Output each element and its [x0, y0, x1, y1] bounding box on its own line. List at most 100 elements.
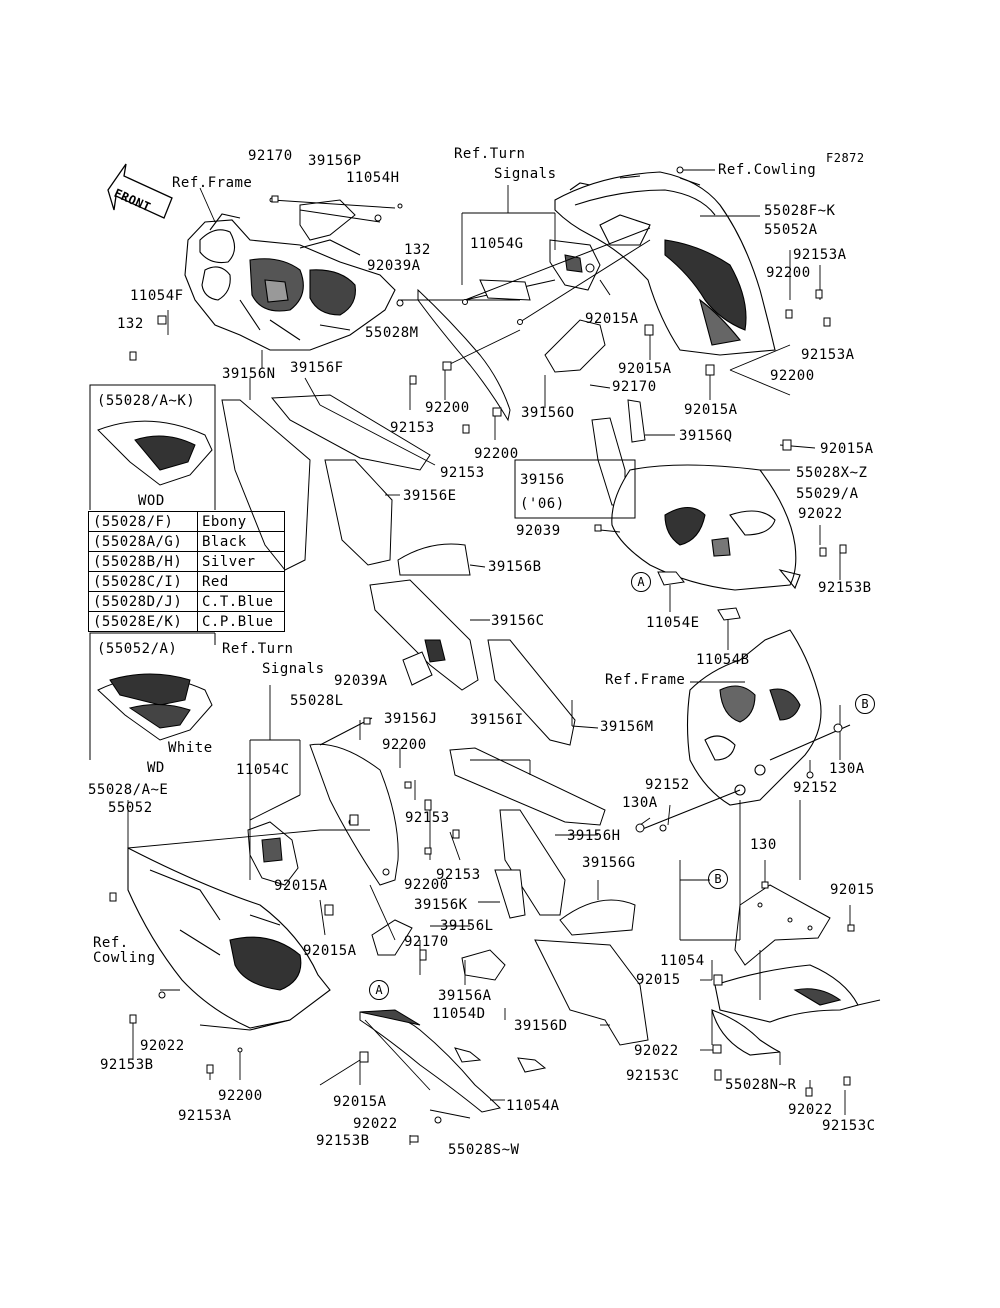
part-label: 11054G — [470, 236, 524, 252]
part-label: 39156P — [308, 153, 362, 169]
part-label: 39156H — [567, 828, 621, 844]
panel-55028M-drawing — [398, 279, 556, 422]
part-label: 92015A — [333, 1094, 387, 1110]
part-label: 39156 — [520, 472, 565, 488]
part-label: 55052 — [108, 800, 153, 816]
part-label: 39156D — [514, 1018, 568, 1034]
part-label: 92153C — [626, 1068, 680, 1084]
color-table-name: Black — [197, 531, 285, 552]
ref-frame-top: Ref.Frame — [172, 175, 253, 191]
part-label: 39156A — [438, 988, 492, 1004]
turn-signal-mount-left-drawing — [247, 794, 301, 886]
part-label: 92200 — [766, 265, 811, 281]
ref-cowling-top: Ref.Cowling — [718, 162, 817, 178]
ref-turn-mid-2: Signals — [262, 661, 325, 677]
part-label: 92200 — [474, 446, 519, 462]
part-label: 55029/A — [796, 486, 859, 502]
part-label: 55028X~Z — [796, 465, 868, 481]
part-label: 92022 — [140, 1038, 185, 1054]
color-table-code: (55028D/J) — [88, 591, 198, 612]
part-label: 92200 — [382, 737, 427, 753]
color-table-row: (55028E/K)C.P.Blue — [88, 611, 285, 632]
ref-turn-top-1: Ref.Turn — [454, 146, 526, 162]
ref-frame-mid: Ref.Frame — [605, 672, 686, 688]
part-label: 92015A — [820, 441, 874, 457]
part-label: 55028S~W — [448, 1142, 520, 1158]
color-table-code: (55028C/I) — [88, 571, 198, 592]
lower-left-cowling-drawing — [127, 847, 331, 1031]
part-label: 39156B — [488, 559, 542, 575]
part-label: 55028N~R — [725, 1077, 797, 1093]
part-label: 92170 — [404, 934, 449, 950]
part-label: 92015A — [618, 361, 672, 377]
hardware-dots — [109, 166, 855, 1143]
frame-right-drawing — [639, 629, 851, 831]
part-label: 92153 — [390, 420, 435, 436]
inset-top-drawing — [97, 420, 213, 486]
part-label: 92170 — [612, 379, 657, 395]
part-label: 39156G — [582, 855, 636, 871]
inset-bottom-caption: WD — [147, 760, 165, 776]
ref-cowling-bot-2: Cowling — [93, 950, 156, 966]
color-table-code: (55028/F) — [88, 511, 198, 532]
part-label: 11054H — [346, 170, 400, 186]
part-label: 92015A — [274, 878, 328, 894]
color-table-name: Red — [197, 571, 285, 592]
frame-top-drawing — [184, 213, 396, 351]
part-label: 92200 — [770, 368, 815, 384]
part-label: 92200 — [404, 877, 449, 893]
ref-turn-mid-1: Ref.Turn — [222, 641, 294, 657]
part-label: 39156I — [470, 712, 524, 728]
color-table-code: (55028B/H) — [88, 551, 198, 572]
part-label: 92015 — [830, 882, 875, 898]
inset-bottom-title: (55052/A) — [97, 641, 178, 657]
color-table-code: (55028E/K) — [88, 611, 198, 632]
part-label: 92153B — [818, 580, 872, 596]
lower-right-cowl-drawing — [711, 964, 859, 1056]
part-label: 11054C — [236, 762, 290, 778]
callout-a-bottom: A — [369, 980, 389, 1000]
part-label: 92153B — [100, 1057, 154, 1073]
part-label: 11054F — [130, 288, 184, 304]
color-table-code: (55028A/G) — [88, 531, 198, 552]
part-label: 92153A — [793, 247, 847, 263]
color-table-name: C.T.Blue — [197, 591, 285, 612]
part-label: 132 — [117, 316, 144, 332]
color-table: (55028/F)Ebony(55028A/G)Black(55028B/H)S… — [88, 511, 285, 632]
part-label: 55028/A~E — [88, 782, 169, 798]
figure-code: F2872 — [826, 151, 865, 165]
part-label: 130 — [750, 837, 777, 853]
part-label: 39156C — [491, 613, 545, 629]
part-label: 92153B — [316, 1133, 370, 1149]
part-label: 92015A — [684, 402, 738, 418]
part-label: 39156L — [440, 918, 494, 934]
part-label: ('06) — [520, 496, 565, 512]
part-label: 92200 — [425, 400, 470, 416]
part-label: 55052A — [764, 222, 818, 238]
front-arrow-icon — [107, 163, 173, 219]
small-clips-drawing — [454, 571, 741, 1073]
color-table-name: Silver — [197, 551, 285, 572]
part-label: 92153A — [178, 1108, 232, 1124]
ref-turn-top-2: Signals — [494, 166, 557, 182]
part-label: 92022 — [634, 1043, 679, 1059]
small-brackets-drawing — [544, 319, 646, 506]
callout-b-bottom: B — [708, 869, 728, 889]
part-label: 92039A — [367, 258, 421, 274]
part-label: 92015A — [585, 311, 639, 327]
color-table-name: C.P.Blue — [197, 611, 285, 632]
callout-a-right: A — [631, 572, 651, 592]
part-label: 92022 — [788, 1102, 833, 1118]
part-label: 39156Q — [679, 428, 733, 444]
part-label: 92152 — [793, 780, 838, 796]
part-label: 92153C — [822, 1118, 876, 1134]
part-label: 92200 — [218, 1088, 263, 1104]
color-table-row: (55028D/J)C.T.Blue — [88, 591, 285, 612]
part-label: 130A — [829, 761, 865, 777]
inner-panels-left-drawing — [221, 394, 649, 1046]
part-label: 132 — [404, 242, 431, 258]
part-label: 92039 — [516, 523, 561, 539]
color-table-row: (55028A/G)Black — [88, 531, 285, 552]
part-label: 39156N — [222, 366, 276, 382]
